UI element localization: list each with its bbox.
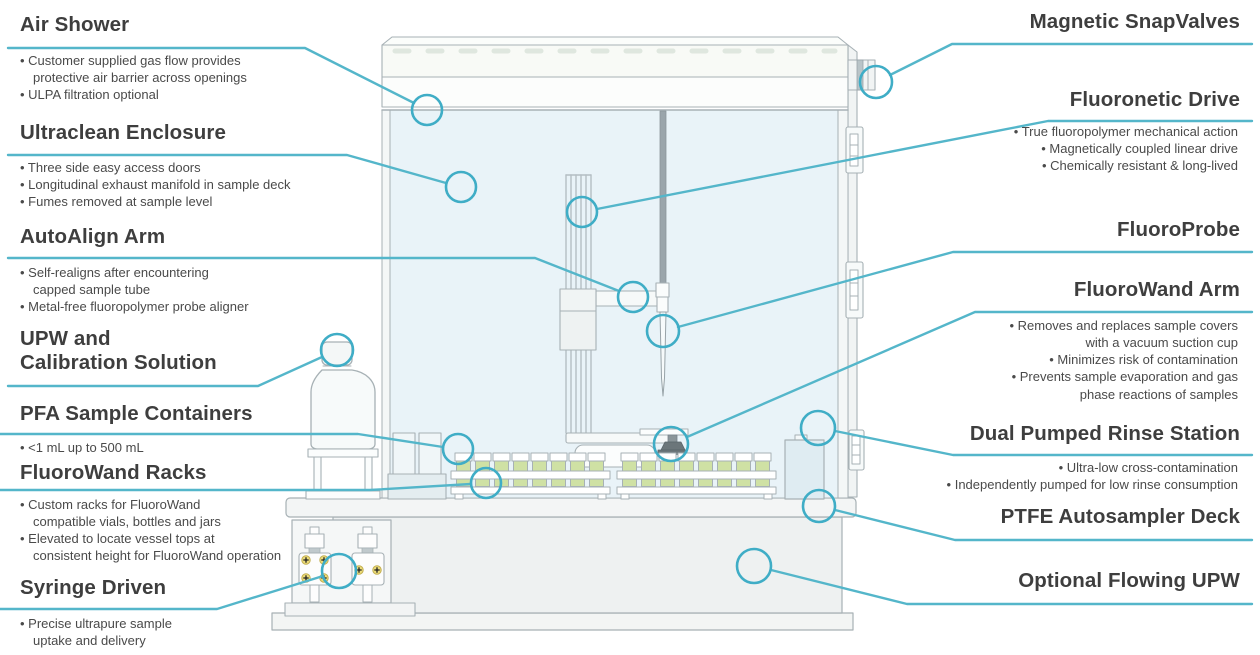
callout-title-optional-upw: Optional Flowing UPW [1018, 569, 1240, 592]
leader-fluorowand-arm [685, 310, 1254, 439]
bullet-item: • <1 mL up to 500 mL [20, 440, 144, 455]
bullet-item: • Ultra-low cross-contamination [1058, 460, 1238, 475]
deck-band [285, 497, 857, 518]
leader-syringe-driven [0, 574, 325, 611]
bullet-item: • Three side easy access doors [20, 160, 201, 175]
marker-fluoronetic-drive [565, 195, 599, 229]
bullet-item: • ULPA filtration optional [20, 87, 159, 103]
marker-dual-rinse [799, 409, 837, 447]
callout-bullets-dual-rinse: • Ultra-low cross-contamination • Indepen… [870, 459, 1240, 493]
autoalign-arm [559, 282, 670, 351]
bullet-item: • Magnetically coupled linear drive [1041, 141, 1238, 157]
leader-autoalign-arm [6, 256, 621, 293]
bullet-item: • Minimizes risk of contamination [1049, 352, 1238, 368]
leader-fluoronetic-drive [595, 119, 1254, 211]
bullet-item: • True fluoropolymer mechanical action [1013, 124, 1238, 139]
callout-bullets-pfa-containers: • <1 mL up to 500 mL [20, 439, 340, 456]
syringe-pump-2 [351, 526, 385, 603]
hinge-bottom [848, 429, 865, 471]
marker-autoalign-arm [616, 280, 650, 314]
callout-bullets-autoalign: • Self-realigns after encountering cappe… [20, 264, 350, 315]
rinse-station [784, 434, 825, 500]
syringe-pumps [284, 519, 416, 617]
probe-holder [655, 282, 670, 298]
bullet-item: • Independently pumped for low rinse con… [946, 477, 1238, 493]
leader-optional-upw [769, 568, 1254, 606]
bullet-item: • Self-realigns after encountering cappe… [20, 265, 209, 298]
marker-ptfe-deck [801, 488, 837, 524]
leader-fluoroprobe [676, 250, 1254, 329]
callout-title-ptfe-deck: PTFE Autosampler Deck [1000, 505, 1240, 528]
marker-air-shower [410, 93, 444, 127]
callout-title-upw-calibration: UPW and Calibration Solution [20, 327, 217, 375]
callout-markers [319, 64, 894, 590]
marker-fluorowand-racks [469, 466, 503, 500]
bullet-item: • Chemically resistant & long-lived [1041, 158, 1238, 174]
callout-title-syringe-driven: Syringe Driven [20, 576, 167, 599]
bullet-item: • Fumes removed at sample level [20, 194, 213, 210]
leader-pfa-containers [0, 432, 445, 449]
marker-fluoroprobe [645, 313, 681, 349]
enclosure-top-face [381, 36, 849, 46]
upw-bottle [305, 341, 381, 500]
callout-bullets-air-shower: • Customer supplied gas flow provides pr… [20, 52, 340, 103]
marker-syringe-driven [320, 552, 358, 590]
leader-magnetic-snapvalves [888, 42, 1254, 77]
callout-title-autoalign: AutoAlign Arm [20, 225, 166, 248]
marker-fluorowand-arm [652, 425, 690, 463]
leader-fluorowand-racks [0, 482, 473, 492]
bullet-item: • Elevated to locate vessel tops at cons… [20, 531, 282, 564]
leader-lines [0, 42, 1254, 611]
bullet-item: • Customer supplied gas flow provides pr… [20, 53, 247, 86]
callout-title-fluoroprobe: FluoroProbe [1117, 218, 1240, 241]
callout-title-pfa-containers: PFA Sample Containers [20, 402, 253, 425]
marker-optional-upw [735, 547, 773, 585]
leader-ultraclean-enclosure [6, 153, 448, 185]
callout-bullets-ultraclean: • Three side easy access doors • Longitud… [20, 159, 350, 210]
callout-bullets-fluoronetic-drive: • True fluoropolymer mechanical action • … [910, 123, 1240, 174]
callout-title-fluoronetic-drive: Fluoronetic Drive [1069, 88, 1240, 111]
leader-upw-calibration [6, 355, 324, 388]
bullet-item: • Precise ultrapure sample uptake and de… [20, 616, 172, 649]
callout-bullets-fluorowand-racks: • Custom racks for FluoroWand compatible… [20, 496, 350, 565]
base-cabinet [332, 516, 843, 614]
callout-title-ultraclean: Ultraclean Enclosure [20, 121, 226, 144]
marker-upw-calibration [319, 332, 355, 368]
marker-pfa-containers [441, 432, 475, 466]
leader-ptfe-deck [833, 508, 1254, 542]
callout-title-air-shower: Air Shower [20, 13, 130, 36]
vial-rack-right [616, 452, 777, 500]
bullet-item: • Metal-free fluoropolymer probe aligner [20, 299, 249, 315]
vial-rack-left [450, 452, 611, 500]
bottle-stand [305, 448, 381, 500]
callout-bullets-fluorowand-arm: • Removes and replaces sample covers wit… [910, 317, 1240, 403]
leader-air-shower [6, 46, 416, 105]
syringe-plinth [284, 602, 416, 617]
bullet-item: • Prevents sample evaporation and gas ph… [1011, 369, 1238, 402]
callout-title-fluorowand-racks: FluoroWand Racks [20, 461, 207, 484]
callout-title-fluorowand-arm: FluoroWand Arm [1073, 278, 1240, 301]
hinge-middle [845, 261, 864, 319]
bullet-item: • Custom racks for FluoroWand compatible… [20, 497, 221, 530]
hinge-top [845, 126, 864, 174]
leader-dual-rinse [833, 429, 1254, 457]
marker-magnetic-snapvalves [858, 64, 894, 100]
bullet-item: • Removes and replaces sample covers wit… [1009, 318, 1238, 351]
callout-bullets-syringe-driven: • Precise ultrapure sample uptake and de… [20, 615, 340, 649]
callout-title-dual-rinse: Dual Pumped Rinse Station [969, 422, 1240, 445]
marker-ultraclean-enclosure [444, 170, 478, 204]
air-shower-band [381, 44, 849, 111]
bullet-item: • Longitudinal exhaust manifold in sampl… [20, 177, 291, 193]
fluoroprobe-needle [659, 311, 667, 397]
callout-title-magnetic-snapvalves: Magnetic SnapValves [1029, 10, 1240, 33]
